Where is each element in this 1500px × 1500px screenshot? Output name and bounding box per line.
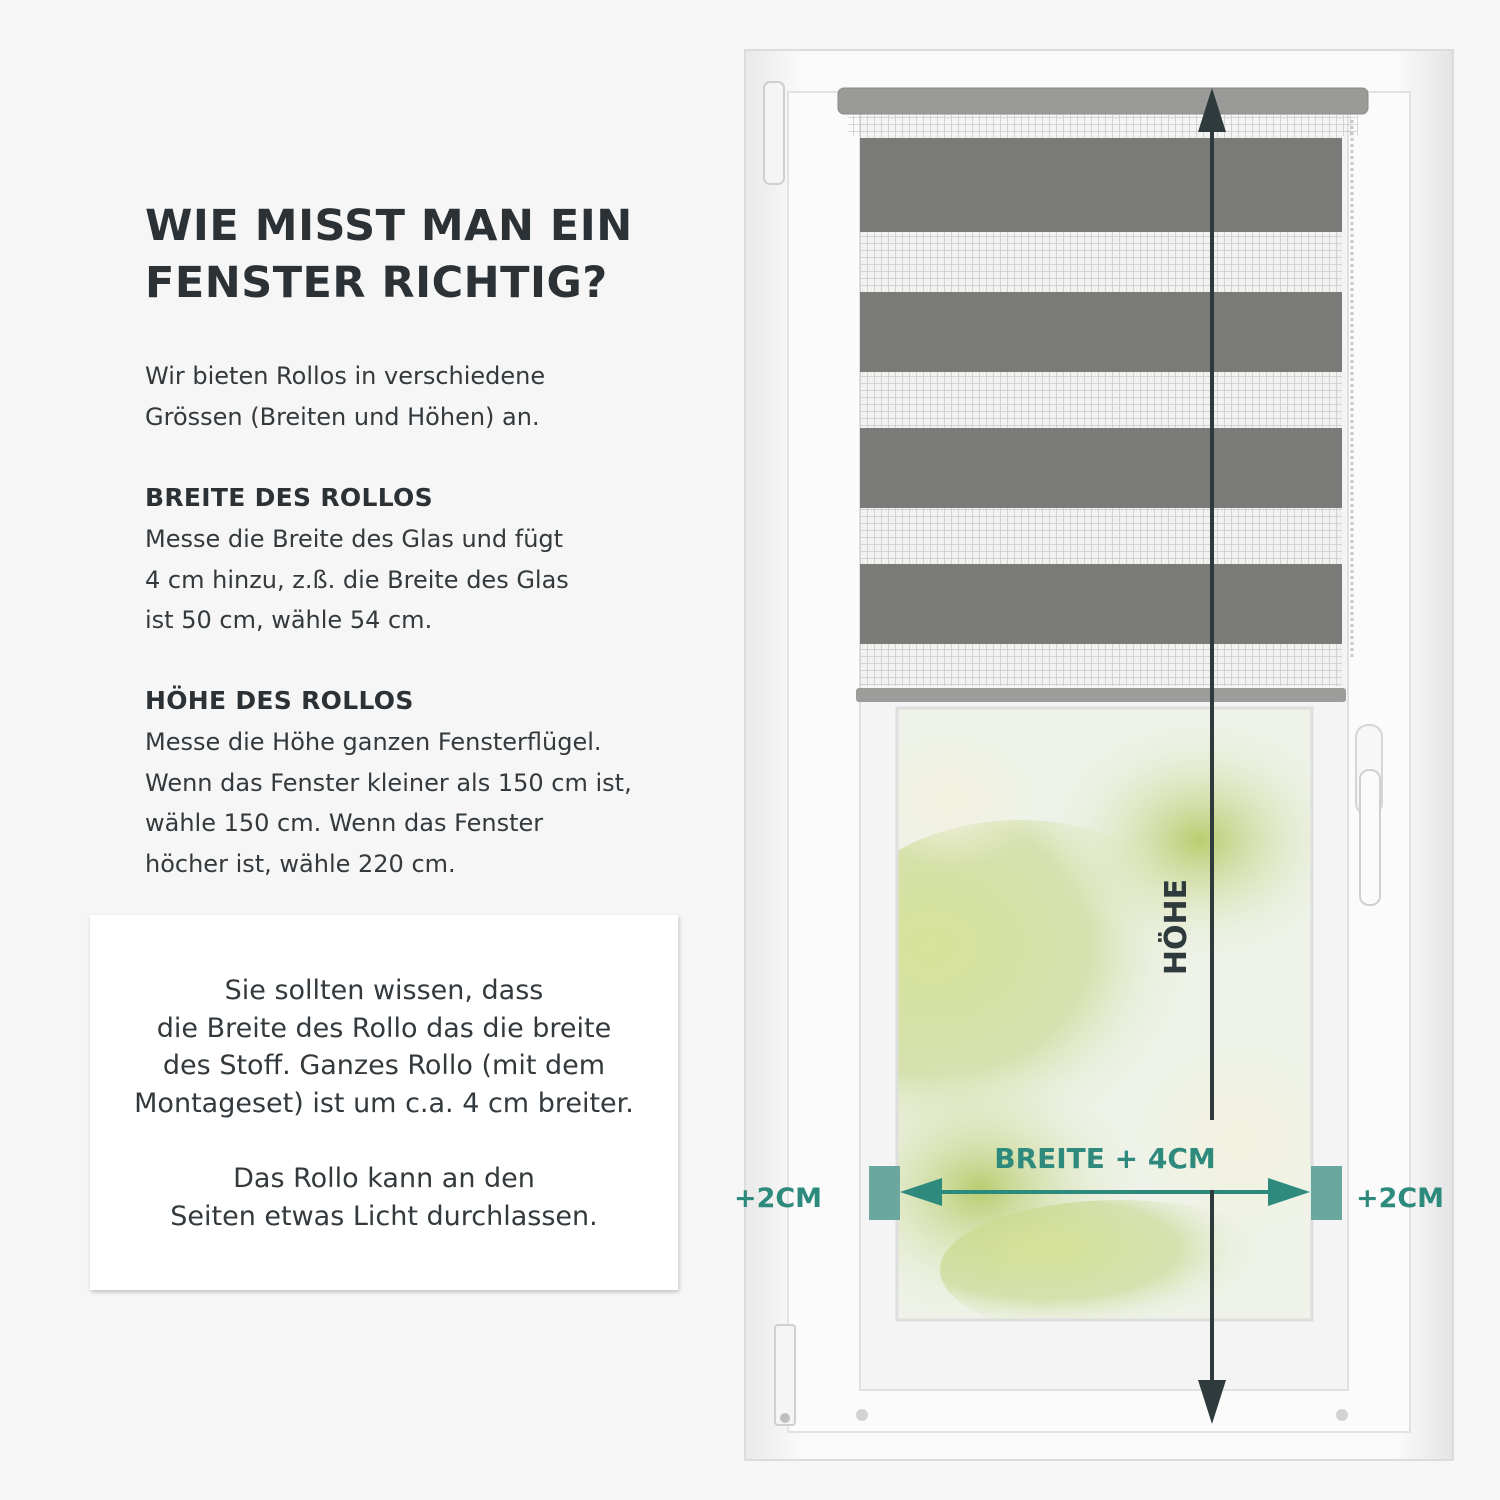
title-line-2: FENSTER RICHTIG? bbox=[145, 258, 608, 308]
width-section-text: Messe die Breite des Glas und fügt 4 cm … bbox=[145, 519, 705, 641]
note-p1-line-2: die Breite des Rollo das die breite bbox=[156, 1012, 612, 1044]
left-margin-label: +2CM bbox=[734, 1183, 822, 1214]
note-paragraph-2: Das Rollo kann an den Seiten etwas Licht… bbox=[90, 1160, 678, 1235]
height-arrow bbox=[1198, 88, 1226, 1424]
width-arrow bbox=[900, 1178, 1310, 1206]
height-label: HÖHE bbox=[1157, 879, 1194, 975]
width-line-2: 4 cm hinzu, z.ß. die Breite des Glas bbox=[145, 565, 569, 594]
width-section-heading: BREITE DES ROLLOS bbox=[145, 483, 433, 512]
note-p1-line-1: Sie sollten wissen, dass bbox=[224, 975, 544, 1006]
info-note-box: Sie sollten wissen, dass die Breite des … bbox=[90, 915, 678, 1290]
window-measurement-illustration: HÖHE BREITE + 4CM +2CM +2CM bbox=[720, 40, 1500, 1480]
right-margin-label: +2CM bbox=[1356, 1183, 1444, 1214]
note-paragraph-1: Sie sollten wissen, dass die Breite des … bbox=[90, 972, 678, 1122]
right-margin-block bbox=[1311, 1166, 1342, 1220]
left-margin-block bbox=[869, 1166, 900, 1220]
note-p1-line-4: Montageset) ist um c.a. 4 cm breiter. bbox=[134, 1087, 634, 1119]
window-handle bbox=[1359, 769, 1381, 906]
intro-line-1: Wir bieten Rollos in verschiedene bbox=[145, 362, 546, 390]
note-p2-line-1: Das Rollo kann an den bbox=[233, 1163, 535, 1194]
intro-line-2: Grössen (Breiten und Höhen) an. bbox=[145, 402, 540, 431]
top-hinge bbox=[763, 81, 785, 185]
height-line-1: Messe die Höhe ganzen Fensterflügel. bbox=[145, 728, 602, 756]
page-title: WIE MISST MAN EIN FENSTER RICHTIG? bbox=[145, 198, 705, 312]
intro-text: Wir bieten Rollos in verschiedene Grösse… bbox=[145, 356, 705, 437]
note-p1-line-3: des Stoff. Ganzes Rollo (mit dem bbox=[162, 1050, 606, 1081]
height-section-text: Messe die Höhe ganzen Fensterflügel. Wen… bbox=[145, 722, 705, 884]
roller-blind bbox=[837, 87, 1369, 702]
height-line-3: wähle 150 cm. Wenn das Fenster bbox=[145, 809, 544, 837]
height-line-4: höcher ist, wähle 220 cm. bbox=[145, 849, 456, 878]
height-section-heading: HÖHE DES ROLLOS bbox=[145, 686, 414, 715]
width-line-1: Messe die Breite des Glas und fügt bbox=[145, 525, 564, 553]
window-glass bbox=[897, 708, 1312, 1320]
height-line-2: Wenn das Fenster kleiner als 150 cm ist, bbox=[145, 768, 632, 797]
note-p2-line-2: Seiten etwas Licht durchlassen. bbox=[170, 1200, 598, 1232]
width-line-3: ist 50 cm, wähle 54 cm. bbox=[145, 606, 433, 634]
title-line-1: WIE MISST MAN EIN bbox=[145, 201, 633, 251]
width-label: BREITE + 4CM bbox=[994, 1142, 1216, 1175]
bottom-hinge bbox=[774, 1324, 796, 1426]
